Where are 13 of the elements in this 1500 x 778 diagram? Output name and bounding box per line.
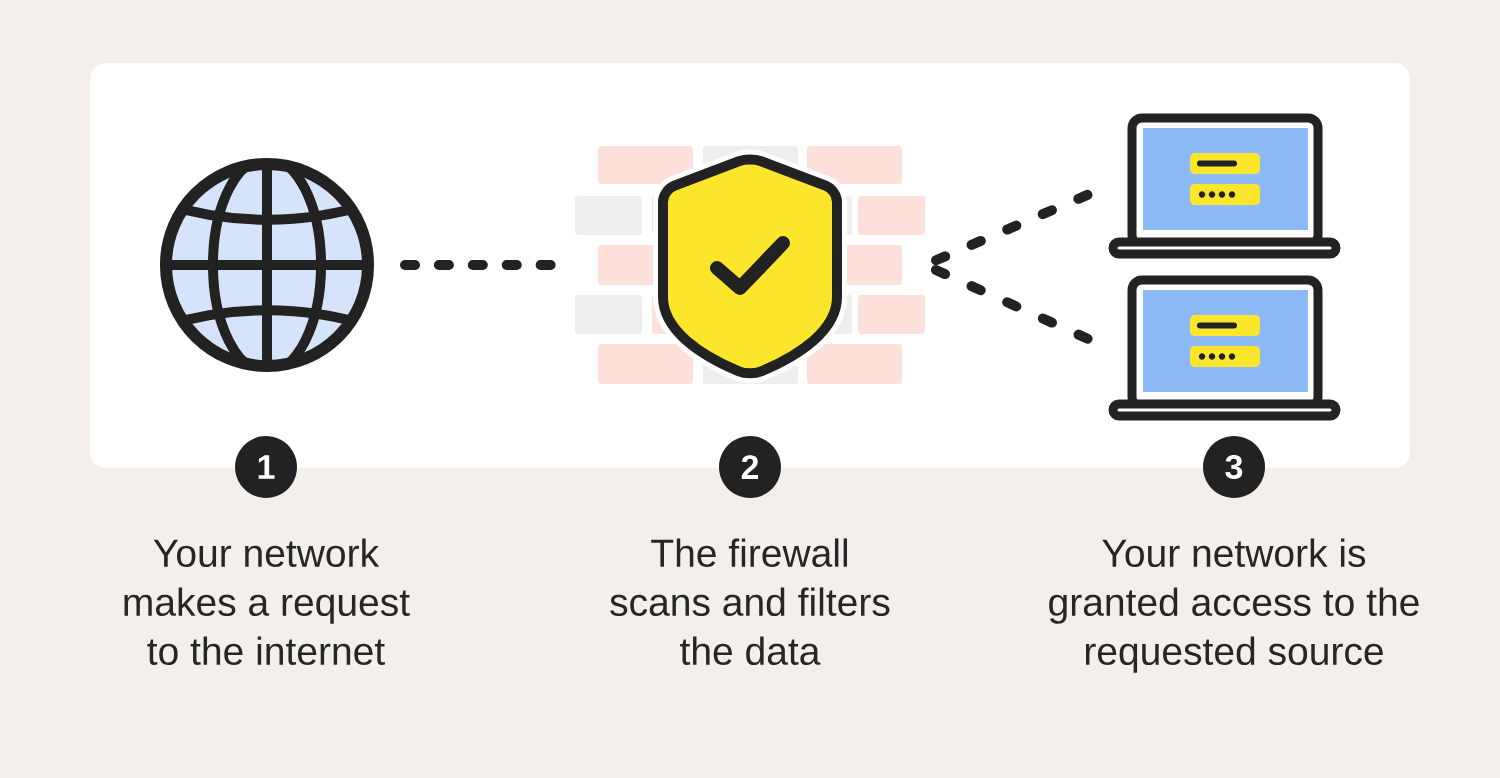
step-number: 2 bbox=[719, 436, 781, 498]
laptop-icon bbox=[1108, 113, 1341, 259]
dashed-connector bbox=[931, 188, 1095, 266]
laptop-icon bbox=[1108, 275, 1341, 421]
dashed-connector bbox=[930, 264, 1095, 345]
globe-icon bbox=[160, 158, 374, 372]
step-description: The firewall scans and filters the data bbox=[610, 538, 890, 666]
step-number: 3 bbox=[1203, 436, 1265, 498]
step-description: Your network is granted access to the requested source bbox=[1049, 538, 1419, 673]
step-description: Your network makes a request to the internet bbox=[124, 538, 410, 666]
firewall-drawing bbox=[575, 146, 925, 384]
dashed-connector bbox=[400, 260, 558, 270]
step-number: 1 bbox=[235, 436, 297, 498]
